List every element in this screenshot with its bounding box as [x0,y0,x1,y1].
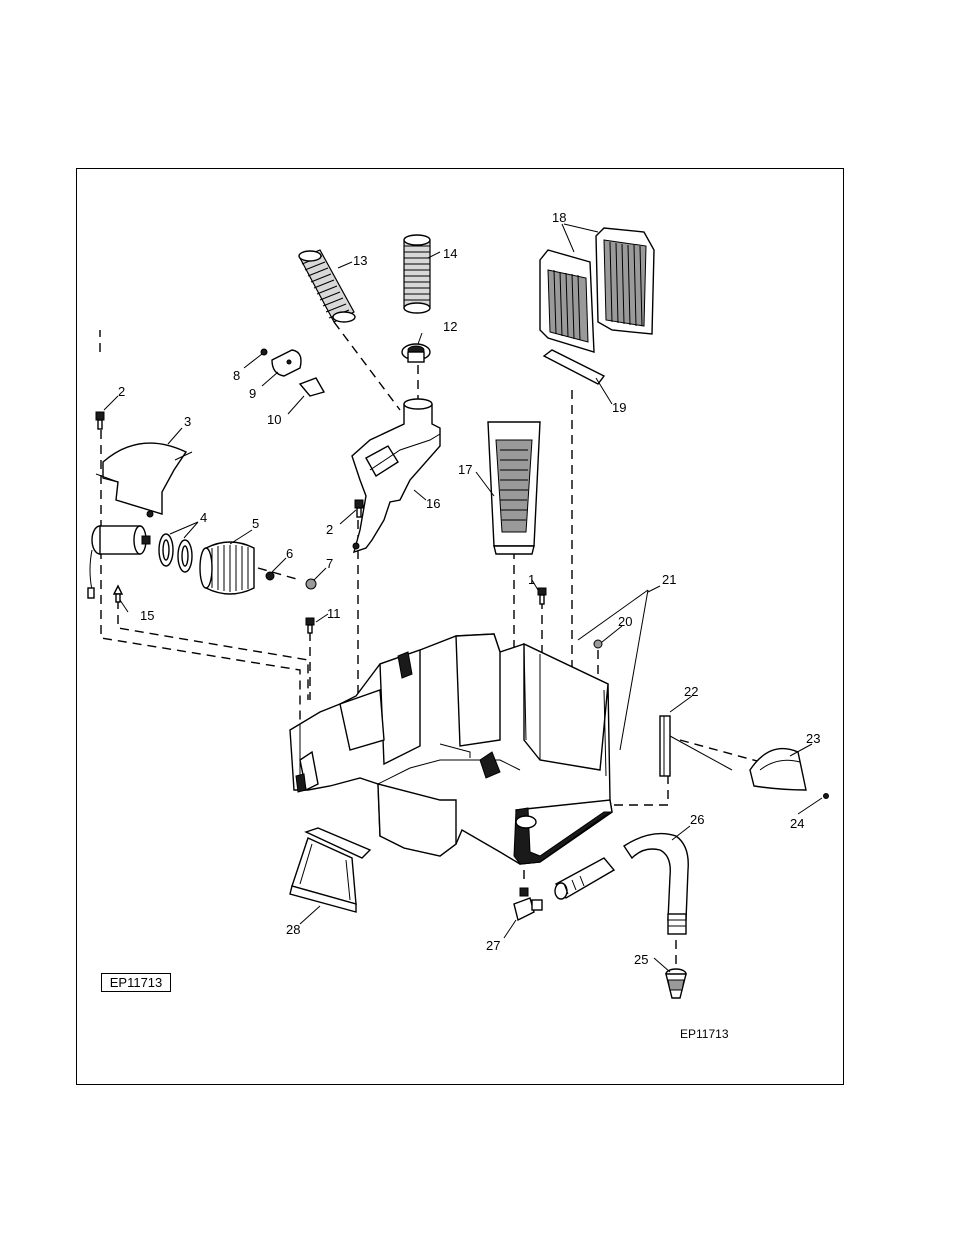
part-13-flex-duct [298,249,356,323]
part-10-clip [298,377,326,397]
callout-21: 21 [662,572,676,587]
part-11-screw [305,617,315,634]
part-2-screw-left [95,411,105,430]
callout-11: 11 [327,606,341,621]
callout-23: 23 [806,731,820,746]
callout-1: 1 [528,572,535,587]
callout-19: 19 [612,400,626,415]
callout-3: 3 [184,414,191,429]
part-5-blower-wheel [199,541,255,595]
main-housing [289,633,613,865]
callout-28: 28 [286,922,300,937]
figure-frame [76,168,844,1085]
callout-8: 8 [233,368,240,383]
part-2-screw-middle [354,499,364,518]
figure-code-box: EP11713 [101,973,171,992]
callout-6: 6 [286,546,293,561]
part-25-drain-valve [665,968,687,999]
part-27-drain-tee [513,887,543,922]
callout-25: 25 [634,952,648,967]
callout-18: 18 [552,210,566,225]
callout-leaders [103,223,823,973]
callout-17: 17 [458,462,472,477]
part-6-washer [265,571,275,581]
part-22-seal [659,715,733,777]
callout-15: 15 [140,608,154,623]
part-16-upper-housing [351,398,441,554]
callout-numbers: 1 2 2 3 4 5 6 7 8 9 10 11 12 13 14 15 16… [118,210,820,967]
part-8-screw [260,348,268,356]
part-1-screw [537,587,547,605]
part-7-nut [305,578,317,590]
callout-4: 4 [200,510,207,525]
callout-2-middle: 2 [326,522,333,537]
callout-2-left: 2 [118,384,125,399]
part-14-flex-duct [403,234,431,314]
callout-14: 14 [443,246,457,261]
callout-9: 9 [249,386,256,401]
callout-20: 20 [618,614,632,629]
callout-26: 26 [690,812,704,827]
callout-24: 24 [790,816,804,831]
callout-12: 12 [443,319,457,334]
blower-motor [87,525,151,599]
callout-5: 5 [252,516,259,531]
part-12-clamp [401,343,431,363]
part-20-plug [593,639,603,649]
part-18-filter-pair [539,227,655,353]
callout-22: 22 [684,684,698,699]
callout-16: 16 [426,496,440,511]
callout-13: 13 [353,253,367,268]
callout-7: 7 [326,556,333,571]
figure-code: EP11713 [680,1027,729,1041]
part-24-screw [823,793,829,799]
part-4-rings [158,533,193,573]
callout-27: 27 [486,938,500,953]
part-23-deflector [749,747,807,791]
callout-10: 10 [267,412,281,427]
part-26-drain-hose [554,832,689,935]
part-9-damper [271,349,302,377]
part-15-fitting [112,584,124,603]
part-21-bracket [577,589,649,751]
part-19-seal-strip [542,349,606,385]
part-17-filter [487,421,541,555]
part-3-blower-cover [95,442,193,518]
part-28-floor-duct [289,827,372,913]
